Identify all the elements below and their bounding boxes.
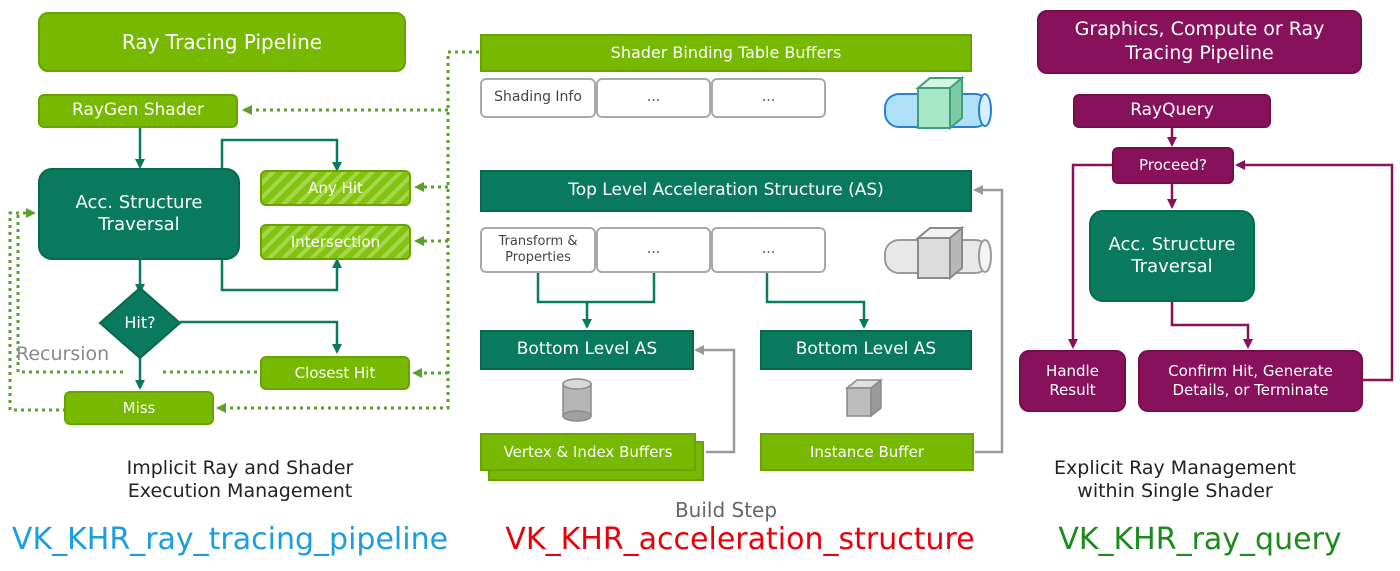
ray-tracing-pipeline-title: Ray Tracing Pipeline <box>38 12 406 72</box>
acc-structure-traversal-box: Acc. Structure Traversal <box>38 168 240 260</box>
cylinder-gray-icon <box>884 225 992 281</box>
recursion-label: Recursion <box>16 343 110 365</box>
acceleration-structure-extension: VK_KHR_acceleration_structure <box>505 522 975 557</box>
raygen-shader-box: RayGen Shader <box>38 94 238 128</box>
proceed-box: Proceed? <box>1112 147 1234 184</box>
small-cube-icon <box>844 378 884 418</box>
closest-hit-box: Closest Hit <box>260 356 410 390</box>
ray-tracing-pipeline-extension: VK_KHR_ray_tracing_pipeline <box>11 522 449 557</box>
ray-query-extension: VK_KHR_ray_query <box>1058 522 1342 557</box>
confirm-hit-box: Confirm Hit, Generate Details, or Termin… <box>1138 350 1363 412</box>
rayquery-box: RayQuery <box>1073 94 1271 128</box>
any-hit-box: Any Hit <box>260 170 411 206</box>
pipeline-title-box: Graphics, Compute or Ray Tracing Pipelin… <box>1037 10 1362 74</box>
small-cylinder-icon <box>562 378 592 422</box>
sbt-entry-box: ... <box>596 78 711 118</box>
middle-arrows <box>536 272 869 329</box>
cylinder-blue-icon <box>884 75 992 131</box>
intersection-box: Intersection <box>260 224 411 260</box>
handle-result-box: Handle Result <box>1019 350 1126 412</box>
tlas-entry-box: ... <box>711 227 826 273</box>
tlas-entry-box: ... <box>596 227 711 273</box>
shader-binding-table-header: Shader Binding Table Buffers <box>480 34 972 72</box>
vertex-index-buffers-box: Vertex & Index Buffers <box>480 433 696 471</box>
miss-box: Miss <box>64 391 214 425</box>
transform-properties-box: Transform & Properties <box>480 227 596 273</box>
instance-buffer-box: Instance Buffer <box>760 433 974 471</box>
rq-traversal-box: Acc. Structure Traversal <box>1089 210 1255 302</box>
build-step-label: Build Step <box>674 498 778 522</box>
top-level-as-header: Top Level Acceleration Structure (AS) <box>480 170 972 212</box>
bottom-level-as-box: Bottom Level AS <box>480 330 694 370</box>
hit-question-label: Hit? <box>124 313 156 332</box>
sbt-entry-box: ... <box>711 78 826 118</box>
bottom-level-as-box: Bottom Level AS <box>760 330 972 370</box>
explicit-caption: Explicit Ray Management within Single Sh… <box>1054 457 1296 503</box>
shading-info-box: Shading Info <box>480 78 596 118</box>
implicit-caption: Implicit Ray and Shader Execution Manage… <box>126 457 354 503</box>
